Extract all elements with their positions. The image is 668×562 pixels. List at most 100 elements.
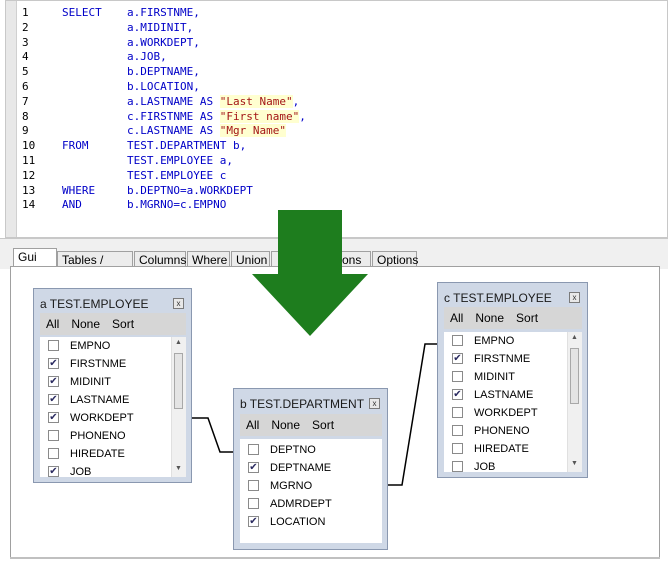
- column-row[interactable]: WORKDEPT: [444, 404, 582, 422]
- scrollbar[interactable]: ▲ ▼: [567, 332, 582, 472]
- column-row[interactable]: ADMRDEPT: [240, 495, 382, 513]
- checkbox[interactable]: [452, 407, 463, 418]
- tab-gui[interactable]: Gui: [13, 248, 57, 268]
- checkbox[interactable]: [48, 430, 59, 441]
- checkbox-checked[interactable]: ✔: [48, 466, 59, 477]
- sql-keyword: AND: [62, 198, 82, 212]
- line-number: 12: [22, 168, 36, 182]
- sort-button[interactable]: Sort: [516, 311, 539, 325]
- checkbox[interactable]: [452, 335, 463, 346]
- column-row[interactable]: ✔ FIRSTNME: [40, 355, 186, 373]
- scroll-thumb[interactable]: [174, 353, 183, 409]
- tab-options[interactable]: Options: [372, 251, 418, 267]
- column-row[interactable]: ✔LASTNAME: [444, 386, 582, 404]
- column-name: PHONENO: [474, 425, 530, 437]
- table-actions: All None Sort: [240, 414, 382, 436]
- column-row[interactable]: ✔FIRSTNME: [444, 350, 582, 368]
- sql-text: b.DEPTNO=a.WORKDEPT: [127, 184, 253, 199]
- scrollbar[interactable]: ▲ ▼: [171, 337, 186, 477]
- checkbox[interactable]: [48, 340, 59, 351]
- tab-union[interactable]: Union: [231, 251, 270, 267]
- select-all-button[interactable]: All: [450, 311, 464, 325]
- column-row[interactable]: ✔ LOCATION: [240, 513, 382, 531]
- column-row[interactable]: PHONENO: [40, 427, 186, 445]
- line-number: 6: [22, 79, 29, 93]
- checkbox[interactable]: [452, 371, 463, 382]
- column-row[interactable]: EMPNO: [40, 337, 186, 355]
- sql-text: b.LOCATION,: [127, 80, 200, 95]
- checkbox[interactable]: [452, 443, 463, 454]
- scroll-thumb[interactable]: [570, 348, 579, 404]
- sql-keyword: SELECT: [62, 6, 102, 19]
- table-title[interactable]: a TEST.EMPLOYEE: [40, 297, 149, 311]
- column-row[interactable]: DEPTNO: [240, 441, 382, 459]
- column-row[interactable]: HIREDATE: [40, 445, 186, 463]
- checkbox[interactable]: [248, 444, 259, 455]
- checkbox[interactable]: [452, 425, 463, 436]
- select-all-button[interactable]: All: [46, 317, 60, 331]
- sql-identifier: a.LASTNAME: [127, 94, 194, 108]
- table-box-a-employee[interactable]: a TEST.EMPLOYEE x All None Sort EMPNO ✔ FIRS…: [33, 288, 192, 483]
- column-row[interactable]: ✔DEPTNAME: [240, 459, 382, 477]
- checkbox-checked[interactable]: ✔: [452, 353, 463, 364]
- column-row[interactable]: ✔MIDINIT: [40, 373, 186, 391]
- tab-columns[interactable]: Columns: [134, 251, 186, 267]
- sql-keyword: FROM: [62, 139, 89, 153]
- column-name: LOCATION: [270, 516, 326, 528]
- table-box-b-department[interactable]: b TEST.DEPARTMENT x All None Sort DEPTNO ✔D…: [233, 388, 388, 550]
- column-list: EMPNO✔FIRSTNME✔MIDINIT✔LASTNAME✔WORKDEPT…: [40, 337, 186, 477]
- sql-keyword: AS: [199, 94, 214, 108]
- select-all-button[interactable]: All: [246, 418, 260, 432]
- column-row[interactable]: MGRNO: [240, 477, 382, 495]
- checkbox-checked[interactable]: ✔: [248, 462, 259, 473]
- checkbox-checked[interactable]: ✔: [48, 394, 59, 405]
- scroll-up-icon[interactable]: ▲: [571, 334, 578, 341]
- sql-identifier: TEST.EMPLOYEE c: [127, 168, 227, 182]
- column-row[interactable]: JOB: [444, 458, 582, 472]
- column-name: WORKDEPT: [70, 412, 134, 424]
- select-none-button[interactable]: None: [71, 317, 101, 331]
- scroll-down-icon[interactable]: ▼: [175, 465, 182, 472]
- close-icon[interactable]: x: [173, 298, 184, 309]
- select-none-button[interactable]: None: [271, 418, 301, 432]
- tab-where[interactable]: Where: [187, 251, 230, 267]
- checkbox-checked[interactable]: ✔: [452, 389, 463, 400]
- table-actions: All None Sort: [444, 307, 582, 329]
- line-number: 9: [22, 124, 29, 138]
- select-none-button[interactable]: None: [475, 311, 505, 325]
- column-name: FIRSTNME: [70, 358, 127, 370]
- column-name: DEPTNO: [270, 444, 316, 456]
- sql-identifier: c.LASTNAME: [127, 124, 194, 138]
- column-row[interactable]: EMPNO: [444, 332, 582, 350]
- scroll-down-icon[interactable]: ▼: [571, 460, 578, 467]
- column-row[interactable]: ✔LASTNAME: [40, 391, 186, 409]
- table-title[interactable]: b TEST.DEPARTMENT: [240, 397, 365, 411]
- checkbox-checked[interactable]: ✔: [48, 358, 59, 369]
- checkbox-checked[interactable]: ✔: [48, 376, 59, 387]
- close-icon[interactable]: x: [369, 398, 380, 409]
- column-row[interactable]: MIDINIT: [444, 368, 582, 386]
- sort-button[interactable]: Sort: [312, 418, 335, 432]
- checkbox-checked[interactable]: ✔: [48, 412, 59, 423]
- table-title[interactable]: c TEST.EMPLOYEE: [444, 291, 552, 305]
- column-name: JOB: [474, 461, 496, 472]
- column-row[interactable]: ✔ WORKDEPT: [40, 409, 186, 427]
- sql-punctuation: ,: [299, 109, 306, 123]
- column-row[interactable]: HIREDATE: [444, 440, 582, 458]
- close-icon[interactable]: x: [569, 292, 580, 303]
- checkbox[interactable]: [248, 480, 259, 491]
- scroll-up-icon[interactable]: ▲: [175, 339, 182, 346]
- sql-punctuation: ,: [292, 94, 300, 108]
- bottom-divider: [10, 557, 660, 559]
- checkbox[interactable]: [452, 461, 463, 472]
- down-arrow-icon: [252, 210, 368, 336]
- checkbox-checked[interactable]: ✔: [248, 516, 259, 527]
- checkbox[interactable]: [48, 448, 59, 459]
- sort-button[interactable]: Sort: [112, 317, 135, 331]
- column-row[interactable]: ✔JOB: [40, 463, 186, 477]
- column-row[interactable]: PHONENO: [444, 422, 582, 440]
- checkbox[interactable]: [248, 498, 259, 509]
- table-box-c-employee[interactable]: c TEST.EMPLOYEE x All None Sort EMPNO✔FIRS…: [437, 282, 588, 478]
